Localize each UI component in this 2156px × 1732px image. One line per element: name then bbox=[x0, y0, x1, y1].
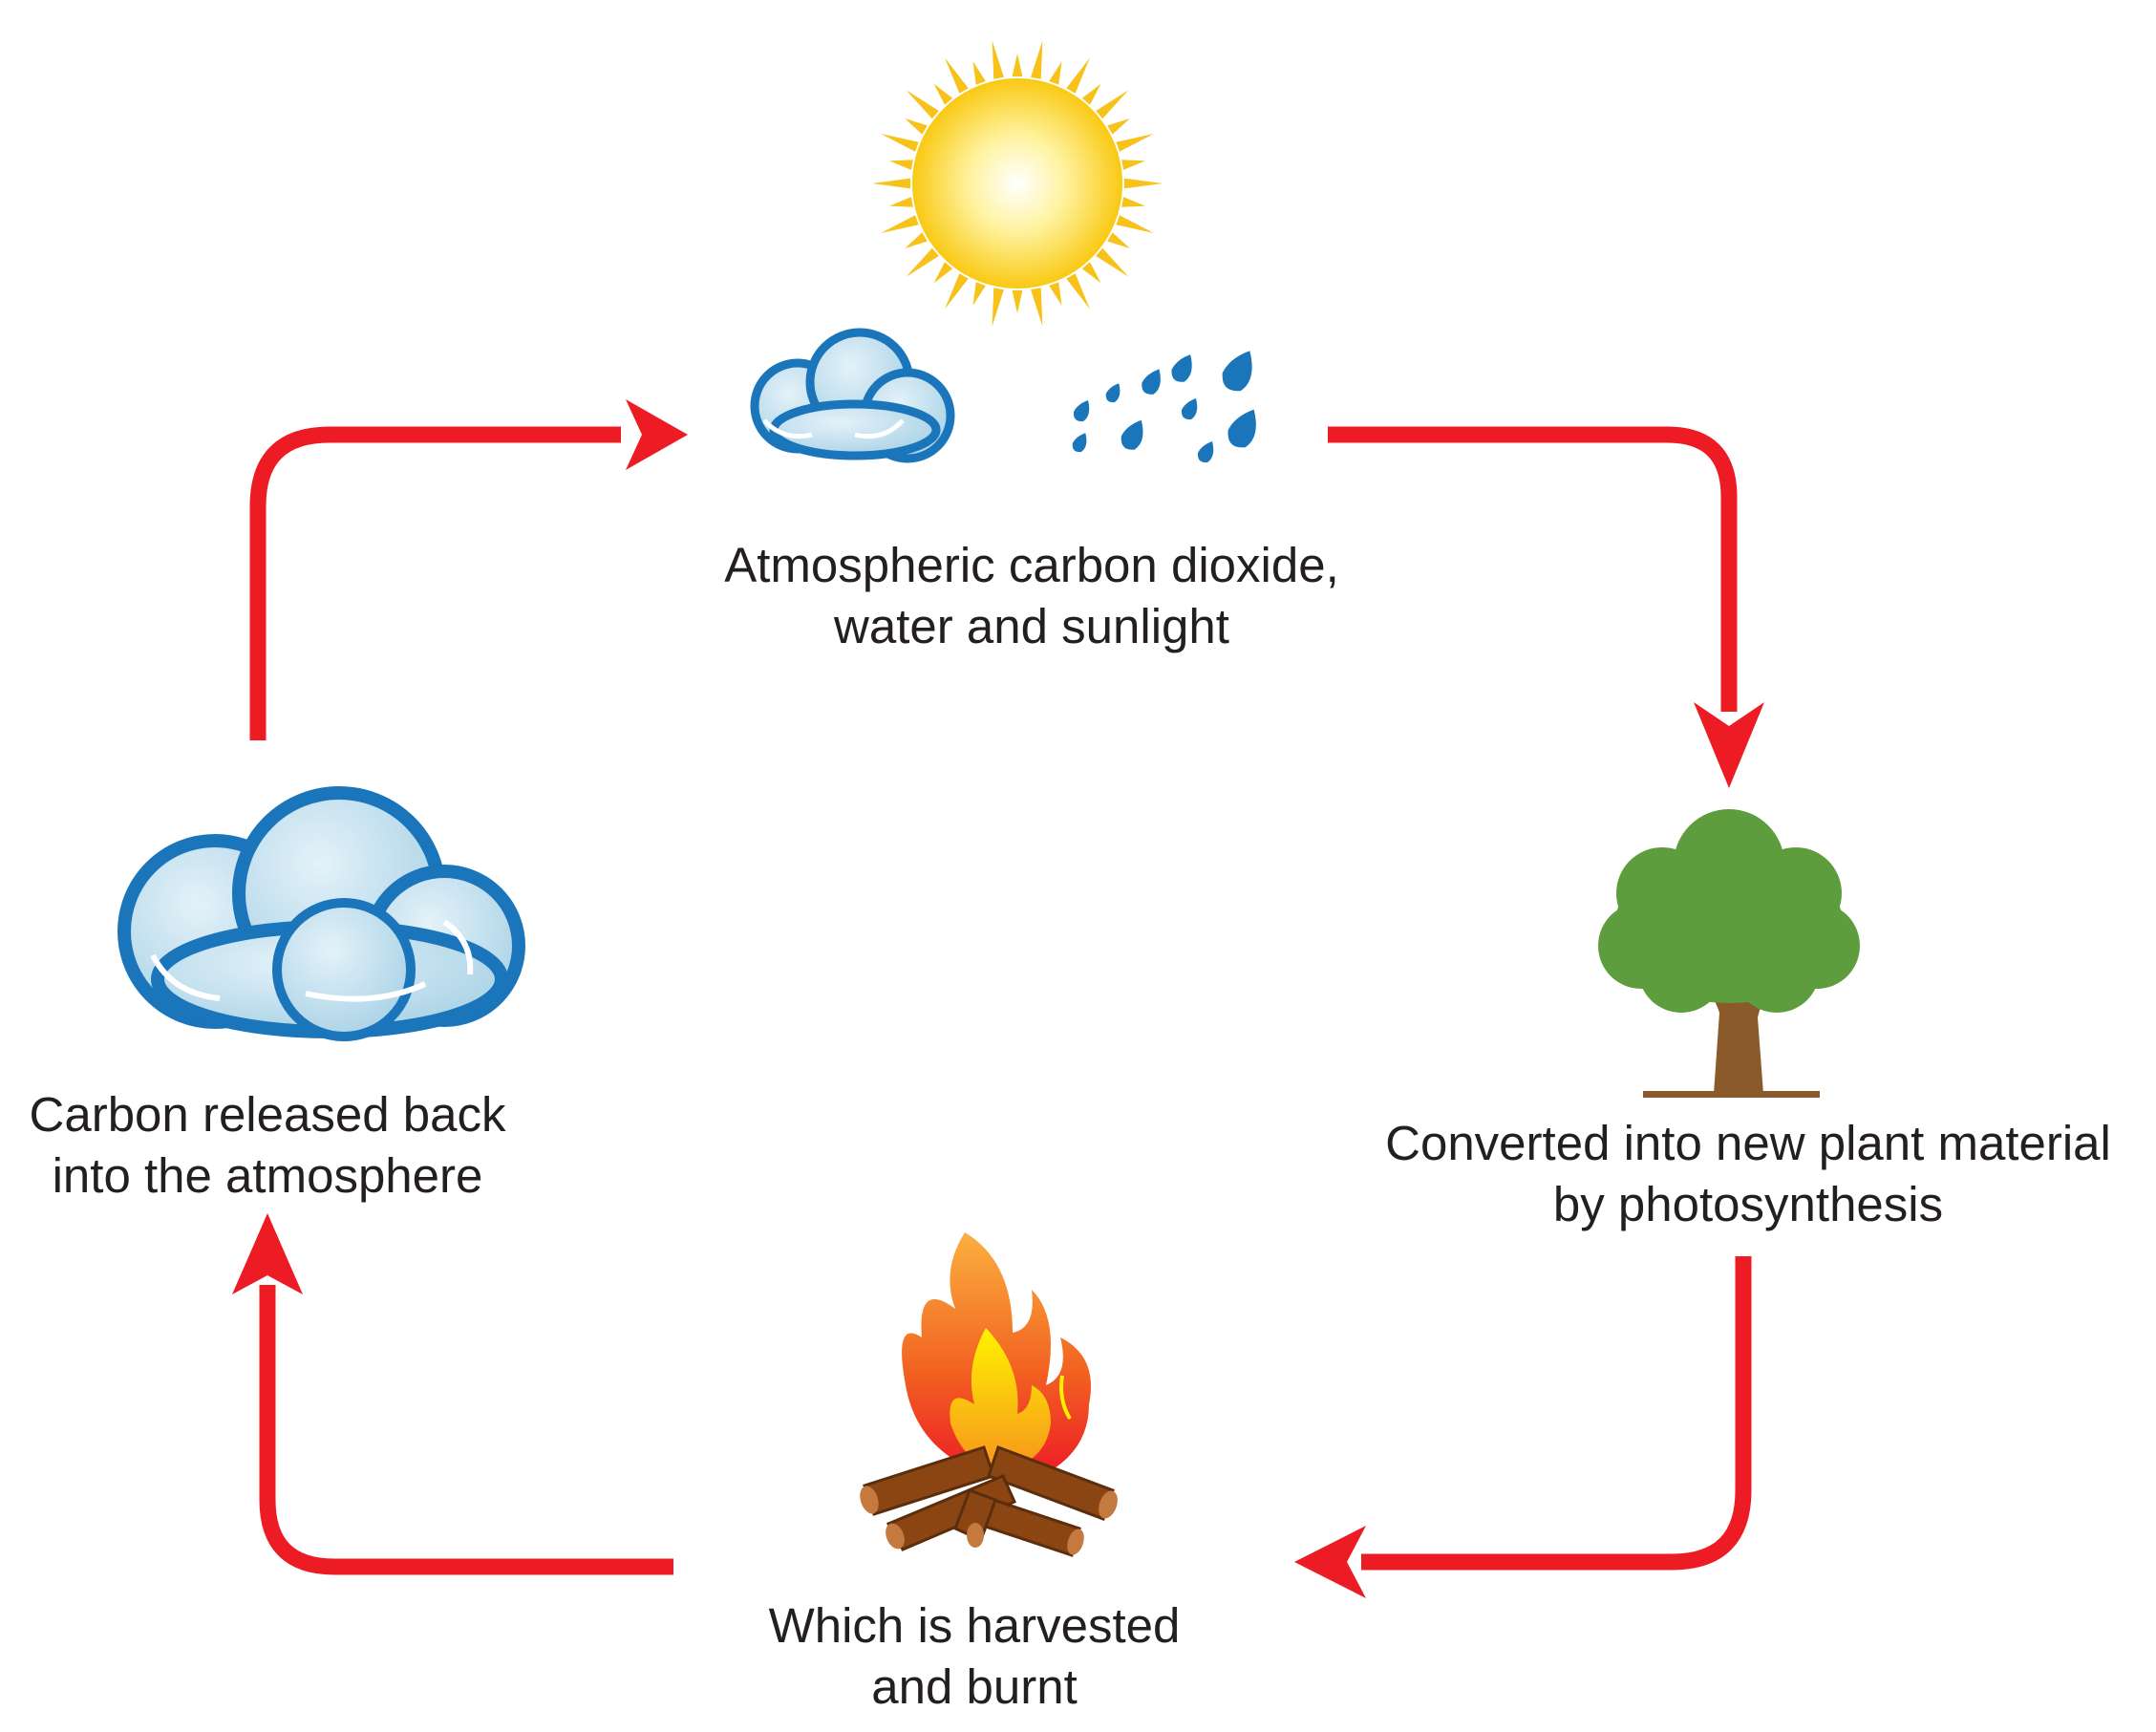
sun-ray bbox=[889, 160, 913, 170]
raindrop bbox=[1181, 398, 1198, 420]
label-left-line2: into the atmosphere bbox=[52, 1148, 483, 1203]
label-photosynthesis: Converted into new plant material by pho… bbox=[1342, 1113, 2154, 1235]
label-carbon-released: Carbon released back into the atmosphere bbox=[0, 1084, 535, 1207]
sun-ray bbox=[1121, 160, 1145, 170]
raindrop bbox=[1142, 369, 1161, 395]
sun-ray bbox=[1096, 247, 1129, 277]
raindrop bbox=[1171, 354, 1192, 382]
sun-ray bbox=[905, 118, 928, 135]
label-top-line2: water and sunlight bbox=[834, 599, 1229, 653]
raindrop bbox=[1073, 400, 1090, 422]
label-right-line1: Converted into new plant material bbox=[1385, 1116, 2111, 1170]
raindrop bbox=[1227, 409, 1256, 448]
sun-ray bbox=[1066, 273, 1090, 310]
raindrop bbox=[1105, 383, 1121, 403]
arrow-tree-to-fire bbox=[1294, 1256, 1752, 1598]
sun-ray bbox=[1116, 215, 1154, 233]
sun-ray bbox=[1123, 178, 1163, 189]
sun-ray bbox=[1049, 282, 1062, 306]
label-bottom-line1: Which is harvested bbox=[768, 1598, 1181, 1653]
sun-ray bbox=[992, 288, 1004, 327]
raindrops-icon bbox=[1072, 351, 1256, 463]
sun-ray bbox=[1081, 83, 1101, 105]
sun-ray bbox=[1031, 40, 1043, 79]
raindrop bbox=[1121, 419, 1143, 450]
label-top-line1: Atmospheric carbon dioxide, bbox=[724, 538, 1339, 592]
label-atmospheric-inputs: Atmospheric carbon dioxide, water and su… bbox=[611, 535, 1452, 657]
label-left-line1: Carbon released back bbox=[29, 1087, 506, 1142]
sun-ray bbox=[872, 178, 911, 189]
sun-ray bbox=[1116, 134, 1154, 152]
sun-ray bbox=[1096, 90, 1129, 119]
sun-ray bbox=[1107, 118, 1130, 135]
arrow-fire-to-atmosphere bbox=[232, 1213, 673, 1575]
sun-ray bbox=[1049, 61, 1062, 85]
sun-ray bbox=[933, 83, 953, 105]
sun-icon bbox=[872, 40, 1163, 327]
sun-ray bbox=[881, 215, 919, 233]
big-cloud-icon bbox=[117, 786, 525, 1041]
sun-ray bbox=[1107, 232, 1130, 248]
campfire-icon bbox=[860, 1232, 1118, 1557]
sun-ray bbox=[1121, 197, 1145, 207]
sun-ray bbox=[1031, 288, 1043, 327]
small-cloud-icon bbox=[750, 328, 955, 463]
sun-ray bbox=[972, 282, 986, 306]
label-bottom-line2: and burnt bbox=[871, 1659, 1078, 1714]
big-cloud-highlights bbox=[150, 919, 474, 1002]
raindrop bbox=[1197, 441, 1214, 463]
arrow-inputs-to-tree bbox=[1328, 426, 1764, 788]
raindrop bbox=[1222, 351, 1252, 392]
sun-ray bbox=[889, 197, 913, 207]
sun-ray bbox=[906, 90, 939, 119]
sun-ray bbox=[881, 134, 919, 152]
label-harvested-burnt: Which is harvested and burnt bbox=[688, 1595, 1261, 1718]
sun-ray bbox=[933, 262, 953, 284]
sun-ray bbox=[1066, 57, 1090, 94]
sun-ray bbox=[945, 273, 969, 310]
sun-ray bbox=[972, 61, 986, 85]
sun-ray bbox=[992, 40, 1004, 79]
sun-ray bbox=[1012, 289, 1023, 313]
sun-ray bbox=[906, 247, 939, 277]
sun-ray bbox=[945, 57, 969, 94]
sun-ray bbox=[1081, 262, 1101, 284]
raindrop bbox=[1072, 433, 1087, 453]
label-right-line2: by photosynthesis bbox=[1552, 1177, 1944, 1231]
tree-icon bbox=[1598, 809, 1860, 1098]
arrow-atmosphere-to-inputs bbox=[249, 399, 688, 740]
sun-ray bbox=[1012, 53, 1023, 77]
sun-ray bbox=[905, 232, 928, 248]
